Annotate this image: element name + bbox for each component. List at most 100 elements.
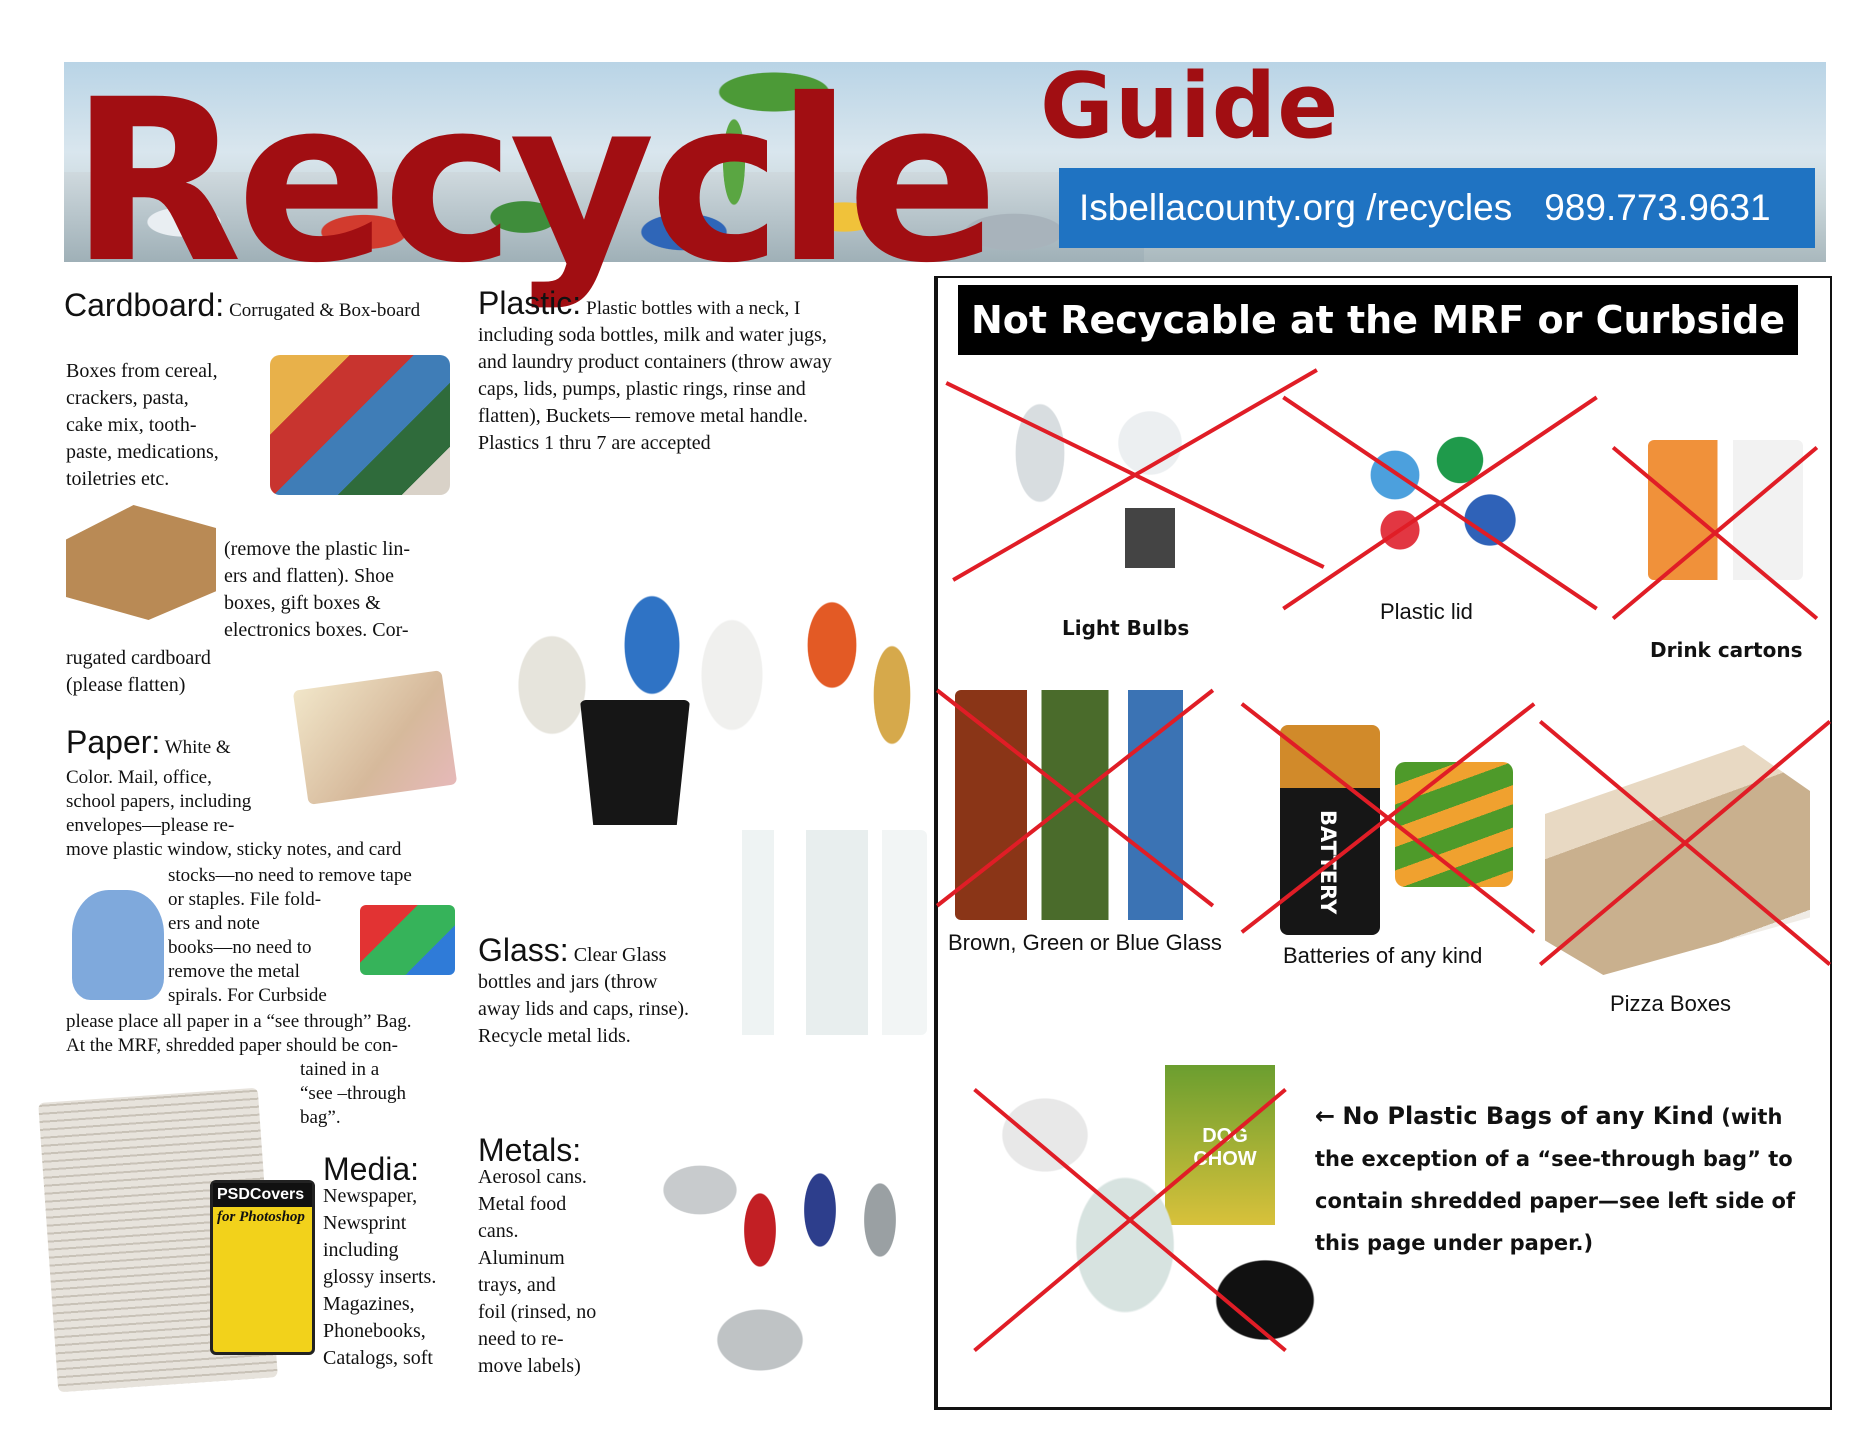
cardboard-line: (please flatten) — [66, 674, 186, 696]
plastic-heading: Plastic: — [478, 285, 582, 321]
light-bulbs-label: Light Bulbs — [1062, 616, 1190, 640]
cardboard-line: rugated cardboard — [66, 647, 211, 669]
cardboard-line: toiletries etc. — [66, 468, 170, 490]
cross-mark — [950, 700, 1200, 895]
plastic-bottles-image — [482, 495, 927, 825]
psd-covers-book-image: PSDCovers for Photoshop — [210, 1180, 315, 1355]
cardboard-box-image — [66, 505, 216, 620]
media-section: Media: Newspaper, Newsprint including gl… — [323, 1153, 473, 1372]
book-title: PSDCovers — [213, 1183, 312, 1207]
phone-number: 989.773.9631 — [1544, 187, 1771, 228]
paper-line: envelopes—please re- — [66, 815, 235, 836]
book-subtitle: for Photoshop — [217, 1209, 305, 1225]
media-line: Catalogs, soft — [323, 1347, 433, 1369]
plastic-line: including soda bottles, milk and water j… — [478, 324, 827, 346]
paper-lines-2: stocks—no need to remove tape or staples… — [168, 864, 468, 1008]
cardboard-lines-3: rugated cardboard (please flatten) — [66, 645, 306, 699]
paper-section: Paper: White & — [66, 726, 366, 760]
metals-line: need to re- — [478, 1328, 564, 1350]
media-line: Magazines, — [323, 1293, 415, 1315]
paper-line: school papers, including — [66, 791, 252, 812]
metals-line: Metal food — [478, 1193, 567, 1215]
no-plastic-bags-lead: No Plastic Bags of any Kind — [1342, 1102, 1714, 1130]
no-plastic-bags-line: (with — [1721, 1105, 1783, 1129]
cross-mark — [985, 1100, 1275, 1340]
paper-line: bag”. — [300, 1107, 341, 1128]
cardboard-line: electronics boxes. Cor- — [224, 619, 409, 641]
bucket-image — [580, 700, 690, 825]
glass-line: Recycle metal lids. — [478, 1025, 631, 1047]
plastic-intro: Plastic bottles with a neck, I — [586, 298, 801, 319]
metals-section: Metals: Aerosol cans. Metal food cans. A… — [478, 1134, 638, 1380]
metals-line: trays, and — [478, 1274, 556, 1296]
metals-line: cans. — [478, 1220, 519, 1242]
paper-line: books—no need to — [168, 937, 312, 958]
cardboard-line: crackers, pasta, — [66, 387, 189, 409]
paper-heading: Paper: — [66, 724, 161, 760]
paper-lines-3: please place all paper in a “see through… — [66, 1010, 486, 1058]
cross-mark — [1305, 395, 1575, 610]
paper-line: remove the metal — [168, 961, 300, 982]
no-plastic-bags-note: ← No Plastic Bags of any Kind (with the … — [1315, 1095, 1815, 1264]
paper-lines-4: tained in a “see –through bag”. — [300, 1058, 480, 1130]
media-line: glossy inserts. — [323, 1266, 437, 1288]
media-line: Newspaper, — [323, 1185, 418, 1207]
drink-cartons-label: Drink cartons — [1650, 638, 1803, 662]
batteries-label: Batteries of any kind — [1283, 943, 1483, 968]
glass-heading: Glass: — [478, 932, 569, 968]
pizza-boxes-label: Pizza Boxes — [1610, 991, 1732, 1016]
metal-cans-image — [640, 1110, 920, 1395]
paper-line: or staples. File fold- — [168, 889, 322, 910]
paper-line: stocks—no need to remove tape — [168, 865, 412, 886]
glass-line: bottles and jars (throw — [478, 971, 658, 993]
cereal-boxes-image — [270, 355, 450, 495]
media-line: Phonebooks, — [323, 1320, 426, 1342]
website-link[interactable]: Isbellacounty.org /recycles — [1079, 187, 1513, 228]
cardboard-line: cake mix, tooth- — [66, 414, 197, 436]
recycled-materials-photo — [64, 172, 1144, 262]
cardboard-line: ers and flatten). Shoe — [224, 565, 394, 587]
metals-line: move labels) — [478, 1355, 581, 1377]
cardboard-line: Boxes from cereal, — [66, 360, 218, 382]
glass-line: away lids and caps, rinse). — [478, 998, 690, 1020]
cardboard-lines: Boxes from cereal, crackers, pasta, cake… — [66, 358, 276, 493]
cardboard-section: Cardboard: Corrugated & Box-board — [64, 289, 434, 324]
cardboard-heading: Cardboard: — [64, 287, 225, 323]
plastic-line: flatten), Buckets— remove metal handle. — [478, 405, 808, 427]
glass-section: Glass: Clear Glass bottles and jars (thr… — [478, 934, 738, 1050]
cardboard-lines-2: (remove the plastic lin- ers and flatten… — [224, 536, 464, 644]
plastic-line: caps, lids, pumps, plastic rings, rinse … — [478, 378, 806, 400]
plastic-lid-label: Plastic lid — [1380, 599, 1473, 624]
cardboard-line: boxes, gift boxes & — [224, 592, 381, 614]
cross-mark — [1620, 450, 1810, 615]
media-line: Newsprint — [323, 1212, 407, 1234]
sprout-photo — [624, 62, 844, 212]
cross-mark — [1255, 710, 1520, 925]
paper-line: move plastic window, sticky notes, and c… — [66, 839, 402, 860]
plastic-line: Plastics 1 thru 7 are accepted — [478, 432, 711, 454]
paper-lines: Color. Mail, office, school papers, incl… — [66, 766, 486, 862]
see-through-bag-image — [72, 890, 164, 1000]
contact-bar: Isbellacounty.org /recycles 989.773.9631 — [1059, 168, 1815, 248]
no-plastic-bags-line: contain shredded paper—see left side of — [1315, 1189, 1796, 1213]
plastic-section: Plastic: Plastic bottles with a neck, I … — [478, 287, 918, 457]
left-arrow-icon: ← — [1315, 1102, 1336, 1130]
not-recyclable-panel — [934, 276, 1832, 1410]
plastic-line: and laundry product containers (throw aw… — [478, 351, 832, 373]
glass-jars-image — [732, 830, 927, 1035]
metals-line: Aluminum — [478, 1247, 565, 1269]
no-plastic-bags-line: the exception of a “see-through bag” to — [1315, 1147, 1793, 1171]
paper-line: spirals. For Curbside — [168, 985, 327, 1006]
title-guide: Guide — [1040, 54, 1340, 159]
paper-line: ers and note — [168, 913, 260, 934]
paper-line: tained in a — [300, 1059, 380, 1080]
metals-line: foil (rinsed, no — [478, 1301, 597, 1323]
cardboard-intro: Corrugated & Box-board — [229, 300, 421, 321]
cardboard-line: paste, medications, — [66, 441, 219, 463]
colored-glass-label: Brown, Green or Blue Glass — [948, 930, 1222, 955]
header-banner — [64, 62, 1826, 262]
paper-line: “see –through — [300, 1083, 407, 1104]
envelopes-image — [360, 905, 455, 975]
metals-line: Aerosol cans. — [478, 1166, 587, 1188]
cardboard-line: (remove the plastic lin- — [224, 538, 411, 560]
